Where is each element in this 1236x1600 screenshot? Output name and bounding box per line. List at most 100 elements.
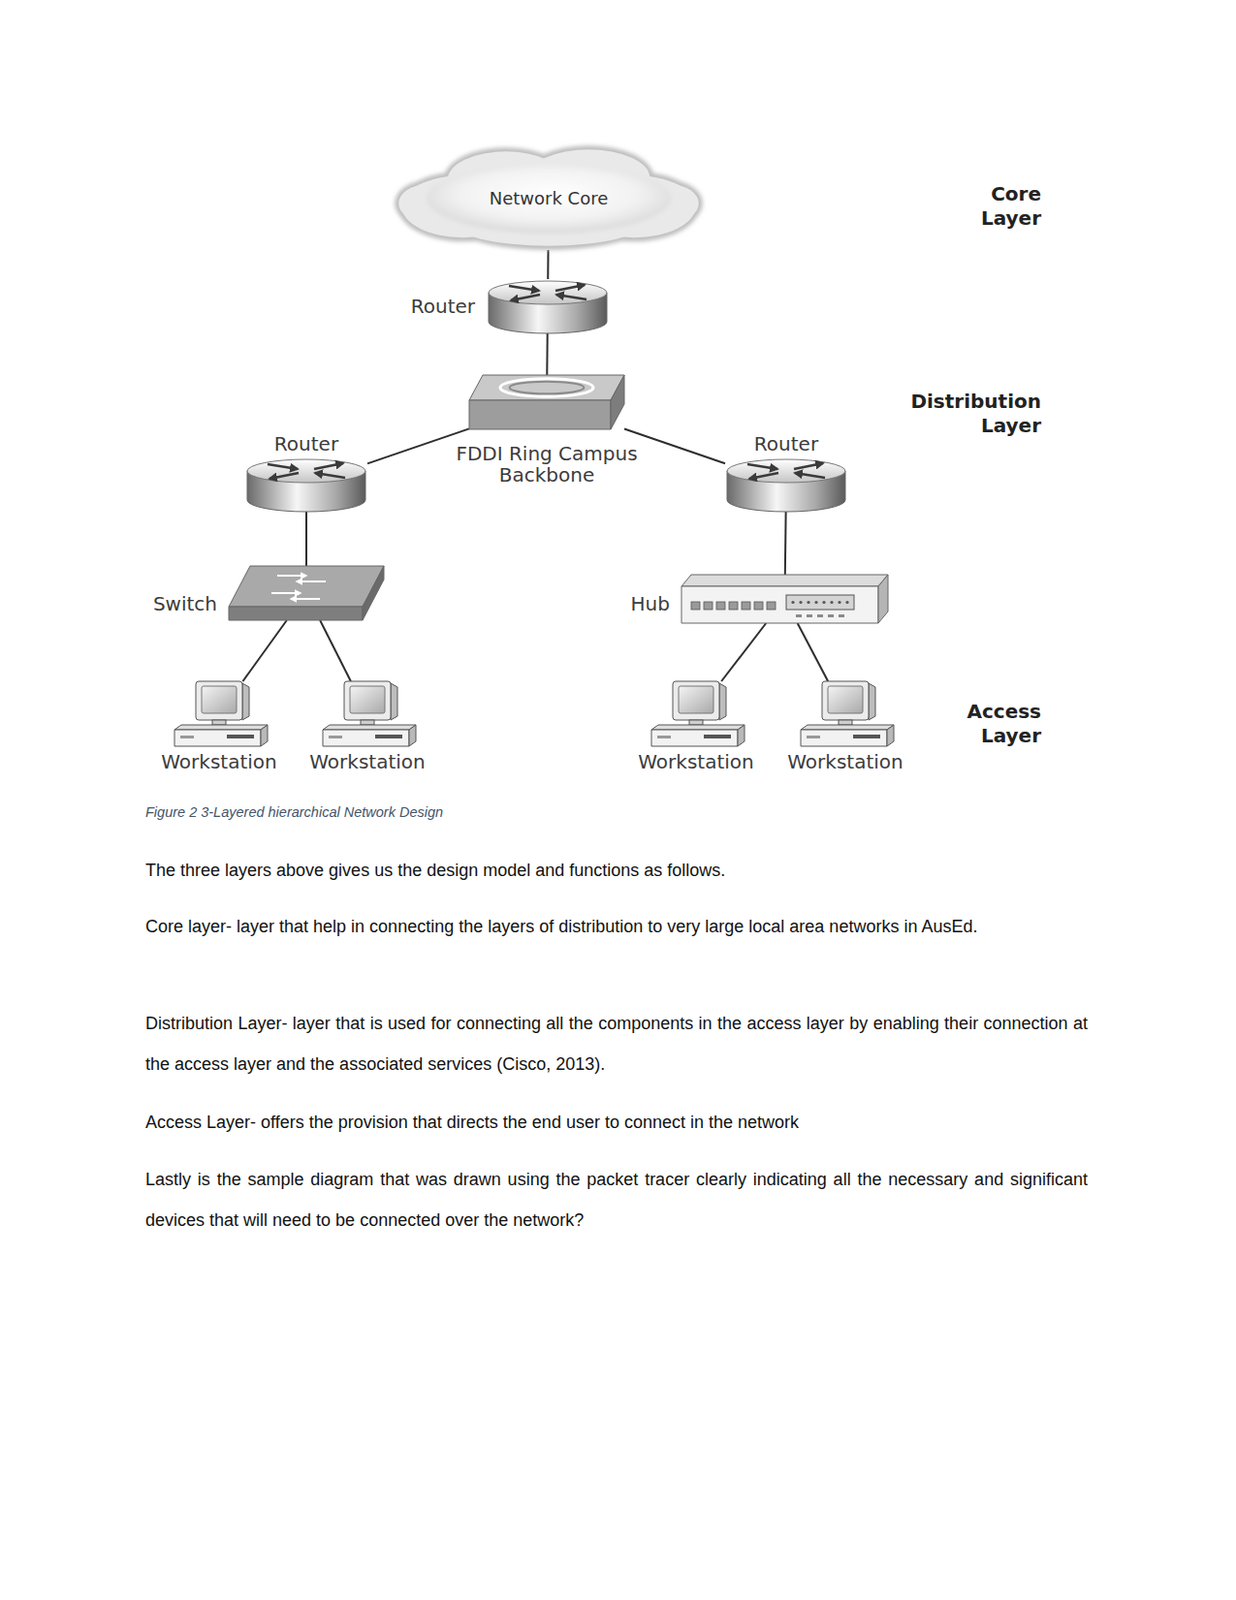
drive-slot <box>328 735 343 739</box>
monitor-screen <box>349 686 385 714</box>
slab-top <box>681 574 888 587</box>
slab-top <box>228 566 384 607</box>
base-top <box>322 725 416 730</box>
hub-port <box>728 602 738 610</box>
router-arrow <box>267 464 298 470</box>
hub-pin <box>791 601 794 604</box>
figure-caption: Figure 2 3-Layered hierarchical Network … <box>145 802 444 823</box>
workstation-icon-art <box>796 681 894 748</box>
network-link <box>624 429 726 465</box>
monitor-neck <box>212 720 226 726</box>
router-arrow <box>315 473 346 478</box>
workstation-icon-art <box>318 681 416 748</box>
base-side <box>260 725 268 747</box>
body-paragraph: The three layers above gives us the desi… <box>145 850 1088 891</box>
device-label: Network Core <box>395 188 702 210</box>
cloud-shadow <box>394 145 703 251</box>
router-top <box>727 459 846 483</box>
hub-pin <box>837 601 841 604</box>
drive-slot <box>657 735 671 739</box>
monitor-side <box>390 683 398 721</box>
workstation-icon-art <box>170 681 268 748</box>
monitor-bezel <box>822 681 869 721</box>
switch-icon-art <box>228 566 384 621</box>
network-link <box>242 620 286 682</box>
network-link <box>545 333 548 376</box>
network-link <box>305 511 308 567</box>
hub-port <box>716 602 726 610</box>
device-label: Router <box>411 295 476 317</box>
layer-label: Distribution Layer <box>895 389 1042 439</box>
hub-pin <box>845 601 849 604</box>
slab-front <box>228 606 363 621</box>
router-top <box>247 459 366 483</box>
hub-connector <box>786 595 855 610</box>
monitor-side <box>719 683 727 721</box>
router-arrow <box>314 463 344 470</box>
ring-outer <box>500 379 594 398</box>
router-arrow <box>269 473 299 479</box>
switch-arrow <box>271 592 301 595</box>
layer-label: Core Layer <box>944 182 1042 231</box>
hub-port <box>691 602 700 610</box>
drive-slot <box>806 735 821 739</box>
router-arrow <box>793 463 824 470</box>
network-link <box>367 428 470 464</box>
base-side <box>409 725 416 747</box>
fddi-ring-art <box>469 375 625 430</box>
slab-front <box>681 586 879 624</box>
router-icon-art <box>725 457 848 512</box>
device-label: Workstation <box>787 751 903 773</box>
drive-slot <box>703 734 731 739</box>
router-icon: Router <box>245 457 368 512</box>
router-top <box>488 281 607 305</box>
workstation-icon: Workstation <box>796 681 894 748</box>
hub-pin <box>829 601 833 604</box>
hub-pin <box>822 601 825 604</box>
base-top <box>174 725 268 730</box>
network-link <box>784 511 788 575</box>
hub-pin <box>814 601 818 604</box>
slab-top <box>469 375 625 401</box>
monitor-bezel <box>344 681 391 721</box>
router-icon: Router <box>725 457 848 512</box>
hub-icon: Hub <box>681 574 888 624</box>
base-front <box>174 729 261 747</box>
router-arrow <box>794 473 825 478</box>
monitor-screen <box>201 686 237 714</box>
body-paragraph: Lastly is the sample diagram that was dr… <box>145 1159 1088 1241</box>
base-front <box>322 729 410 747</box>
router-arrow <box>508 285 539 291</box>
device-label: Switch <box>153 593 218 615</box>
device-label: Router <box>274 433 339 455</box>
workstation-icon: Workstation <box>318 681 416 748</box>
router-arrow <box>555 285 585 291</box>
hub-port <box>703 602 713 610</box>
base-top <box>800 725 894 730</box>
hub-led <box>838 614 845 618</box>
hub-led <box>795 614 802 618</box>
hub-led <box>806 614 813 618</box>
device-label: Hub <box>631 593 670 615</box>
hub-pin <box>798 601 802 604</box>
base-side <box>737 725 745 747</box>
drive-slot <box>180 735 194 739</box>
workstation-icon: Workstation <box>170 681 268 748</box>
slab-front <box>469 400 611 430</box>
slab-side <box>362 566 384 621</box>
router-icon-art <box>245 457 368 512</box>
router-icon-art <box>486 279 609 334</box>
switch-arrow <box>290 598 320 601</box>
monitor-bezel <box>195 681 243 721</box>
router-arrow <box>510 294 540 301</box>
monitor-neck <box>360 720 375 726</box>
body-paragraph: Distribution Layer- layer that is used f… <box>145 1003 1088 1085</box>
slab-side <box>610 375 625 430</box>
base-top <box>651 725 745 730</box>
switch-icon: Switch <box>228 566 384 621</box>
monitor-side <box>868 683 876 721</box>
router-arrow <box>749 473 779 479</box>
workstation-icon-art <box>647 681 745 748</box>
monitor-bezel <box>672 681 720 721</box>
